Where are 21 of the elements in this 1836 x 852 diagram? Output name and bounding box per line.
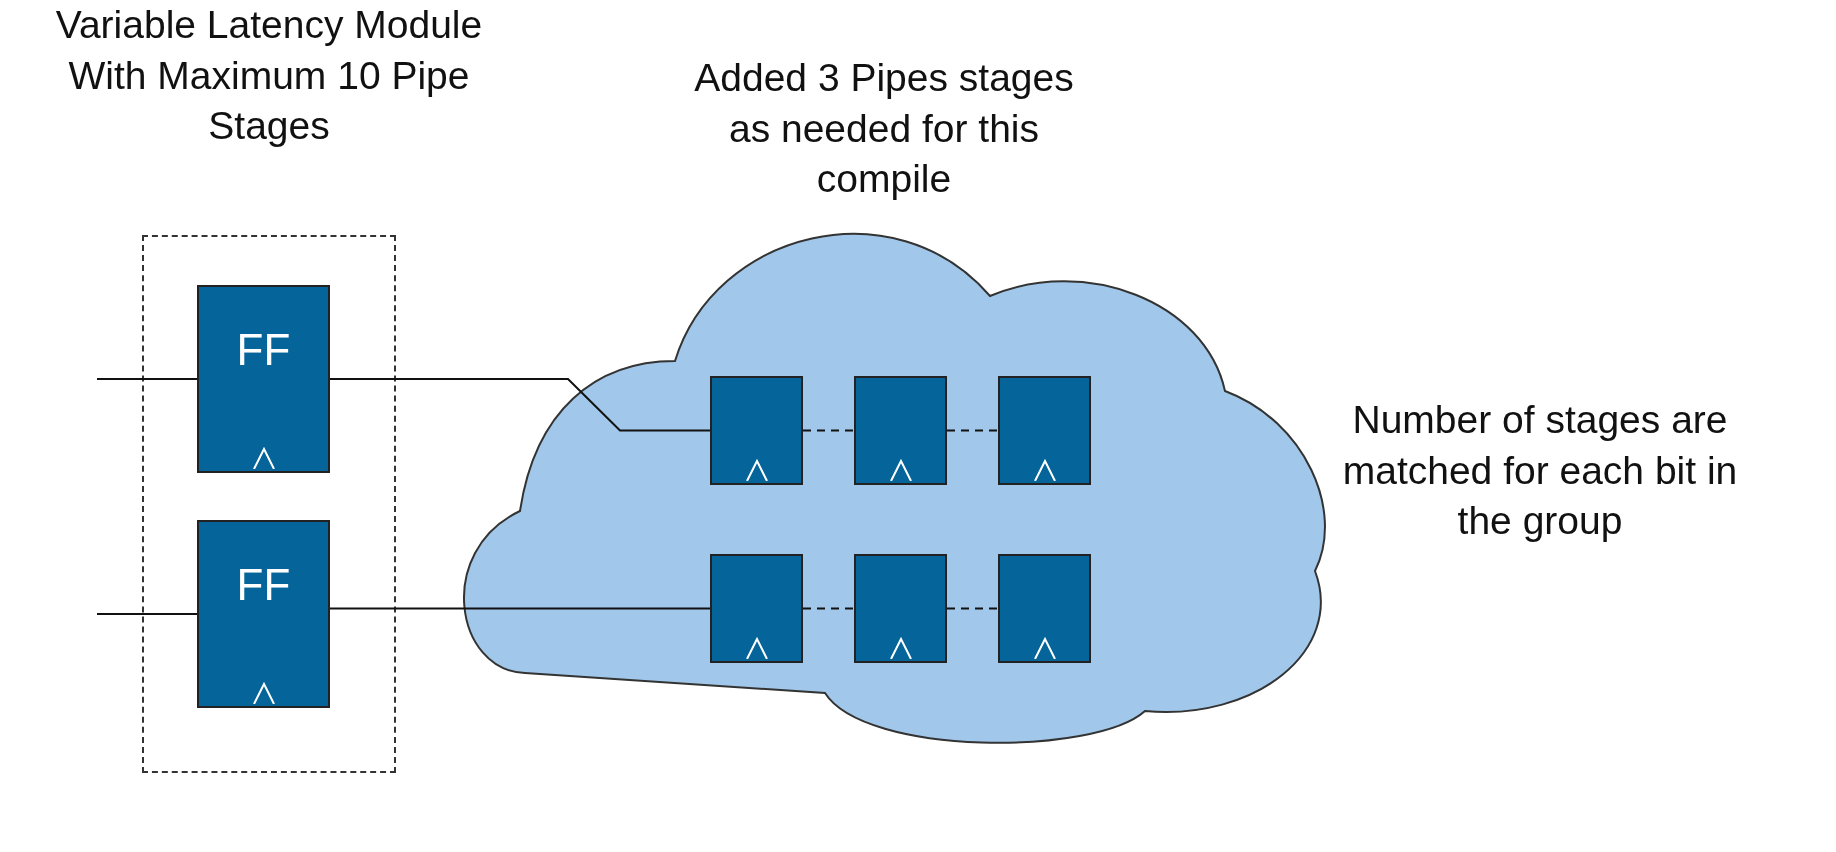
note-text: Number of stages are matched for each bit in the group	[1341, 397, 1739, 545]
node-label: FF	[235, 560, 292, 610]
flip-flop-box	[197, 520, 330, 708]
signal-line	[802, 607, 855, 610]
signal-line	[946, 429, 999, 432]
register-box	[998, 376, 1091, 485]
register-box	[710, 554, 803, 663]
signal-line	[802, 429, 855, 432]
heading-text: Added 3 Pipes stages as needed for this compile	[693, 55, 1075, 203]
flip-flop-box	[197, 285, 330, 473]
signal-line	[329, 378, 711, 432]
register-box	[854, 376, 947, 485]
signal-line	[96, 613, 198, 615]
signal-line	[329, 607, 711, 610]
register-box	[710, 376, 803, 485]
heading-text: Variable Latency Module With Maximum 10 Pipe Stages	[54, 2, 484, 150]
register-box	[998, 554, 1091, 663]
signal-line	[946, 607, 999, 610]
node-label: FF	[235, 325, 292, 375]
signal-line	[96, 378, 198, 380]
register-box	[854, 554, 947, 663]
